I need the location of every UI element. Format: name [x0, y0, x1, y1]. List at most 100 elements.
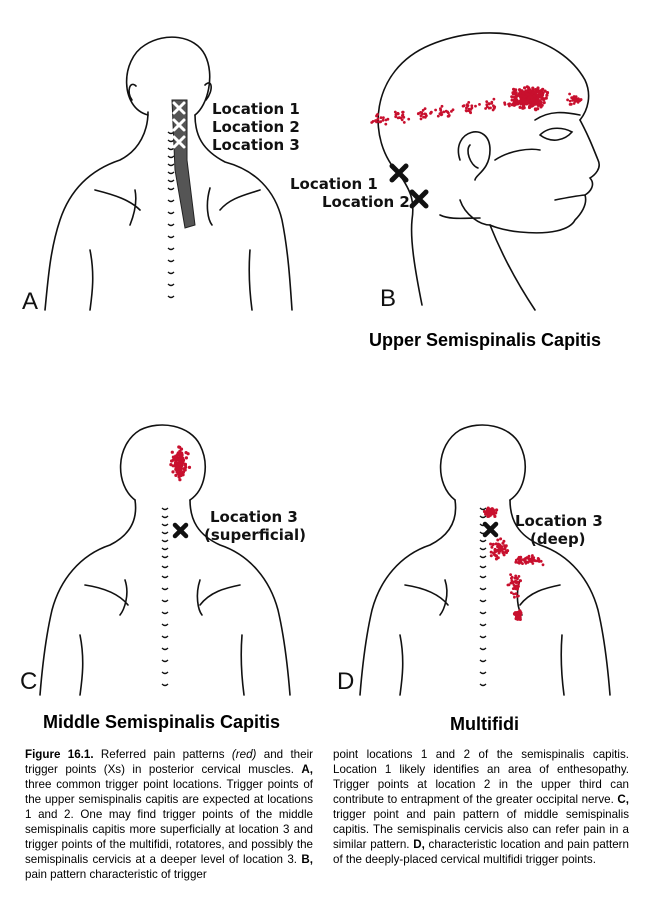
pain-dot	[568, 99, 572, 103]
pain-dot	[510, 579, 514, 582]
right-arm-inner	[240, 634, 245, 696]
pain-dot	[489, 550, 493, 554]
pain-dot	[545, 91, 550, 95]
panel-a: Location 1 Location 2 Location 3 A	[20, 20, 350, 320]
pain-dot	[514, 558, 518, 562]
pain-dot	[519, 560, 523, 564]
caption-run: pain pattern characteristic of trigger	[25, 868, 207, 881]
pain-dot	[501, 551, 505, 555]
spine-marks	[479, 507, 487, 687]
left-scapula	[404, 579, 449, 616]
caption-run: A,	[301, 763, 313, 776]
pain-dot	[532, 556, 536, 559]
pain-dot	[487, 512, 491, 516]
pain-dot	[446, 110, 449, 114]
trigger-point-x-marks	[172, 101, 186, 149]
label-location-2: Location 2	[212, 118, 300, 136]
back-figure-illustration	[359, 424, 611, 696]
panel-d: Location 3 (deep) D	[335, 420, 660, 700]
pain-dot	[515, 584, 519, 588]
pain-dot	[424, 112, 427, 116]
pain-dot	[534, 92, 538, 96]
pain-dot	[489, 554, 493, 558]
head-outline	[125, 36, 211, 116]
pain-dot	[496, 538, 500, 542]
pain-dot	[532, 558, 536, 562]
pain-dot	[536, 107, 540, 111]
pain-dot	[184, 456, 188, 460]
pain-dot	[496, 542, 500, 546]
caption-run: three common trigger point locations. Tr…	[25, 778, 313, 866]
neck-right	[189, 499, 291, 696]
pain-dot	[537, 99, 541, 102]
pain-dot	[524, 561, 528, 565]
pain-dot	[536, 557, 540, 560]
pain-dot	[393, 110, 397, 114]
pain-dot	[181, 458, 186, 462]
skull-outline	[377, 32, 590, 176]
pain-dot	[484, 511, 488, 516]
pain-dot	[440, 111, 443, 114]
left-ear	[128, 83, 137, 101]
label-location-1: Location 1	[290, 175, 378, 193]
pain-dot	[527, 105, 532, 110]
pain-dot	[513, 595, 516, 599]
pain-dot	[466, 104, 470, 107]
pain-dot	[187, 465, 192, 469]
pain-dot	[378, 120, 382, 124]
pain-dot	[541, 563, 545, 567]
back-figure-illustration	[39, 424, 291, 696]
pain-dot	[186, 452, 190, 456]
pain-dot	[504, 544, 508, 548]
pain-dot	[401, 110, 405, 114]
pain-dot	[503, 103, 507, 106]
panel-c: Location 3 (superficial) C	[20, 420, 340, 700]
label-deep: (deep)	[530, 530, 586, 548]
pain-dot	[493, 548, 497, 552]
pain-dot	[170, 459, 174, 463]
panel-d-title: Multifidi	[450, 714, 519, 734]
pain-dot	[536, 96, 540, 100]
pain-dot	[523, 86, 527, 90]
pain-dot	[506, 549, 509, 553]
pain-dot	[523, 557, 527, 561]
pain-dot	[178, 478, 182, 482]
pain-dot	[490, 545, 494, 549]
pain-dot	[179, 447, 184, 451]
pain-dot	[514, 580, 518, 583]
pain-dot	[183, 462, 187, 467]
pain-dot	[419, 114, 423, 118]
pain-dot	[577, 98, 581, 101]
pain-dot	[514, 592, 518, 596]
pain-dot	[394, 113, 398, 116]
pain-dot	[527, 99, 531, 102]
pain-dot	[478, 103, 481, 106]
brow	[534, 111, 581, 121]
pain-dot	[491, 108, 495, 112]
pain-dot	[511, 92, 515, 96]
pain-dot	[470, 104, 474, 108]
pain-dot	[434, 108, 437, 112]
pain-dot	[515, 100, 518, 103]
caption-run: and their trigger points (Xs) in posteri…	[25, 748, 314, 776]
pain-dot	[490, 100, 494, 104]
mouth	[554, 194, 586, 201]
pain-dot	[181, 470, 185, 474]
pain-dot	[499, 546, 503, 550]
pain-dot	[521, 104, 526, 108]
caption-run: characteristic location and pain pattern…	[333, 838, 629, 866]
figure-caption-right: point locations 1 and 2 of the semispina…	[333, 747, 629, 867]
trigger-point-x-mark	[482, 521, 499, 538]
pain-dot	[401, 113, 405, 117]
shoulder	[439, 214, 481, 220]
pain-dot	[436, 114, 440, 118]
pain-dot	[510, 575, 514, 579]
pain-dot	[170, 450, 174, 454]
label-location-2: Location 2	[322, 193, 410, 211]
figure-caption-left: Figure 16.1. Referred pain patterns (red…	[25, 747, 313, 882]
jaw-line	[459, 199, 491, 226]
pain-dot	[491, 508, 495, 512]
left-arm-inner	[89, 249, 94, 311]
pain-dot	[539, 100, 543, 104]
pain-dot	[384, 122, 388, 126]
